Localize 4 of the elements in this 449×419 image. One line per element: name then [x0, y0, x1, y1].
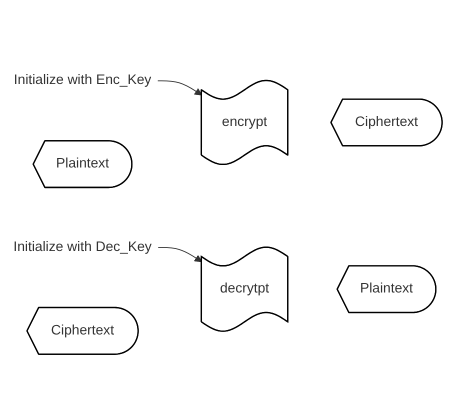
- arrow: [157, 80, 202, 96]
- arrow: [158, 248, 202, 263]
- node-text: Initialize with Enc_Key: [14, 73, 152, 88]
- node-text: Initialize with Dec_Key: [13, 240, 152, 255]
